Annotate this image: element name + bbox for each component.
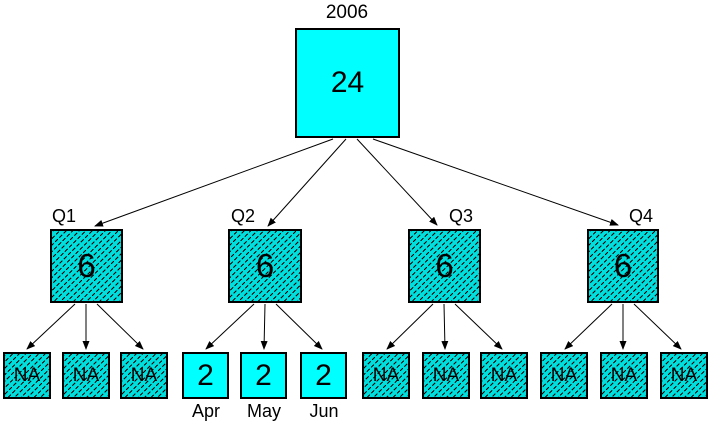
arrow-q2-to-m5 — [260, 303, 268, 350]
month-value: NA — [13, 364, 41, 386]
quarter-label-q1: Q1 — [52, 206, 77, 226]
month-node-12: NA — [660, 352, 708, 399]
arrow-q2-to-m6 — [275, 303, 323, 350]
quarter-value: 6 — [613, 247, 633, 284]
month-value: NA — [372, 364, 400, 386]
arrow-q4-to-m12 — [633, 303, 682, 350]
arrow-q3-to-m8 — [441, 303, 449, 350]
month-value: NA — [550, 364, 578, 386]
month-value: 2 — [255, 358, 272, 392]
year-node-value: 24 — [330, 66, 365, 99]
arrow-year-to-q3 — [356, 138, 438, 226]
quarter-label-q2: Q2 — [231, 206, 256, 226]
year-title-label: 2006 — [325, 2, 369, 23]
quarter-node-q2: 6 — [228, 229, 302, 303]
year-node: 24 — [295, 28, 400, 138]
arrow-q4-to-m10 — [564, 303, 613, 350]
month-label-apr: Apr — [191, 401, 220, 421]
month-value: NA — [72, 364, 100, 386]
month-node-1: NA — [3, 352, 51, 399]
arrow-q2-to-m4 — [205, 303, 255, 350]
arrow-year-to-q1 — [94, 138, 334, 227]
arrow-year-to-q2 — [267, 138, 347, 227]
month-node-10: NA — [540, 352, 588, 399]
quarter-node-q1: 6 — [50, 229, 123, 303]
quarter-node-q3: 6 — [408, 229, 481, 303]
arrow-q3-to-m7 — [386, 303, 434, 350]
arrow-year-to-q4 — [372, 138, 619, 226]
quarter-value: 6 — [435, 247, 454, 284]
month-value: NA — [490, 364, 518, 386]
month-node-6: 2 — [300, 352, 347, 399]
month-label-may: May — [246, 401, 281, 421]
arrow-q3-to-m9 — [454, 303, 503, 350]
month-node-7: NA — [362, 352, 410, 399]
quarter-value: 6 — [77, 247, 96, 284]
month-value: 2 — [197, 358, 214, 392]
month-value: NA — [670, 364, 698, 386]
month-value: 2 — [315, 358, 332, 392]
quarter-label-q3: Q3 — [449, 206, 474, 226]
month-node-9: NA — [480, 352, 528, 399]
month-node-5: 2 — [240, 352, 287, 399]
month-node-11: NA — [600, 352, 648, 399]
month-node-3: NA — [120, 352, 168, 399]
month-node-2: NA — [62, 352, 110, 399]
quarter-value: 6 — [255, 247, 275, 284]
month-label-jun: Jun — [309, 401, 339, 421]
month-value: NA — [432, 364, 460, 386]
month-node-8: NA — [422, 352, 470, 399]
arrow-q1-to-m3 — [96, 303, 144, 350]
arrow-q1-to-m1 — [26, 303, 76, 350]
month-value: NA — [130, 364, 158, 386]
month-node-4: 2 — [182, 352, 229, 399]
quarter-label-q4: Q4 — [629, 206, 654, 226]
quarter-node-q4: 6 — [587, 229, 659, 303]
month-value: NA — [610, 364, 638, 386]
